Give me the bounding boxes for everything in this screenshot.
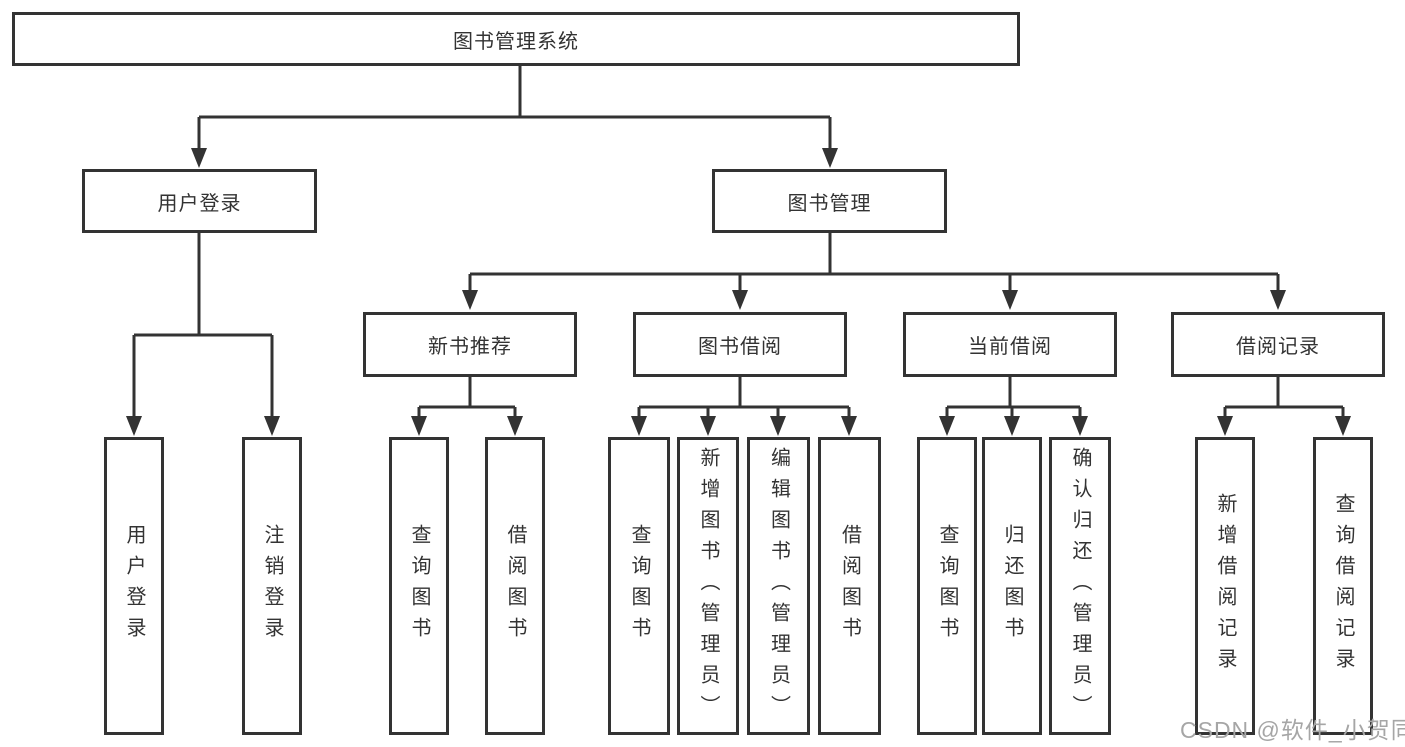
leaf-borrow-books-recommend-label: 借阅图书 — [504, 524, 526, 648]
leaf-query-borrow-record: 查询借阅记录 — [1313, 437, 1373, 735]
watermark: CSDN @软件_小贺同学 — [1180, 717, 1405, 743]
node-book-borrow: 图书借阅 — [633, 312, 847, 377]
node-book-management: 图书管理 — [712, 169, 947, 233]
leaf-borrow-books: 借阅图书 — [818, 437, 881, 735]
leaf-query-books-borrow-label: 查询图书 — [628, 524, 650, 648]
leaf-logout-label: 注销登录 — [261, 524, 283, 648]
node-user-login-label: 用户登录 — [157, 192, 242, 215]
leaf-confirm-return-admin-label: 确认归还（管理员） — [1069, 446, 1091, 726]
node-book-borrow-label: 图书借阅 — [698, 336, 782, 358]
leaf-user-login: 用户登录 — [104, 437, 164, 735]
leaf-query-borrow-record-label: 查询借阅记录 — [1332, 493, 1354, 679]
node-user-login: 用户登录 — [82, 169, 317, 233]
leaf-borrow-books-label: 借阅图书 — [838, 524, 861, 648]
leaf-add-book-admin: 新增图书（管理员） — [677, 437, 739, 735]
leaf-add-borrow-record-label: 新增借阅记录 — [1214, 493, 1236, 679]
leaf-add-book-admin-label: 新增图书（管理员） — [697, 446, 719, 726]
leaf-return-book-label: 归还图书 — [1001, 524, 1023, 648]
leaf-confirm-return-admin: 确认归还（管理员） — [1049, 437, 1111, 735]
leaf-query-books-borrow: 查询图书 — [608, 437, 670, 735]
node-root-label: 图书管理系统 — [453, 30, 579, 53]
leaf-user-login-label: 用户登录 — [123, 524, 145, 648]
leaf-add-borrow-record: 新增借阅记录 — [1195, 437, 1255, 735]
leaf-logout: 注销登录 — [242, 437, 302, 735]
leaf-query-books-current: 查询图书 — [917, 437, 977, 735]
node-book-management-label: 图书管理 — [787, 192, 872, 215]
leaf-edit-book-admin: 编辑图书（管理员） — [747, 437, 810, 735]
leaf-query-books-current-label: 查询图书 — [936, 524, 958, 648]
node-current-borrow: 当前借阅 — [903, 312, 1117, 377]
leaf-query-books-recommend-label: 查询图书 — [408, 524, 430, 648]
leaf-query-books-recommend: 查询图书 — [389, 437, 449, 735]
node-current-borrow-label: 当前借阅 — [968, 336, 1052, 358]
node-new-book-recommend: 新书推荐 — [363, 312, 577, 377]
leaf-edit-book-admin-label: 编辑图书（管理员） — [767, 446, 790, 726]
node-new-book-recommend-label: 新书推荐 — [428, 336, 512, 358]
node-borrow-record-label: 借阅记录 — [1236, 336, 1320, 358]
leaf-borrow-books-recommend: 借阅图书 — [485, 437, 545, 735]
node-root: 图书管理系统 — [12, 12, 1020, 66]
node-borrow-record: 借阅记录 — [1171, 312, 1385, 377]
leaf-return-book: 归还图书 — [982, 437, 1042, 735]
